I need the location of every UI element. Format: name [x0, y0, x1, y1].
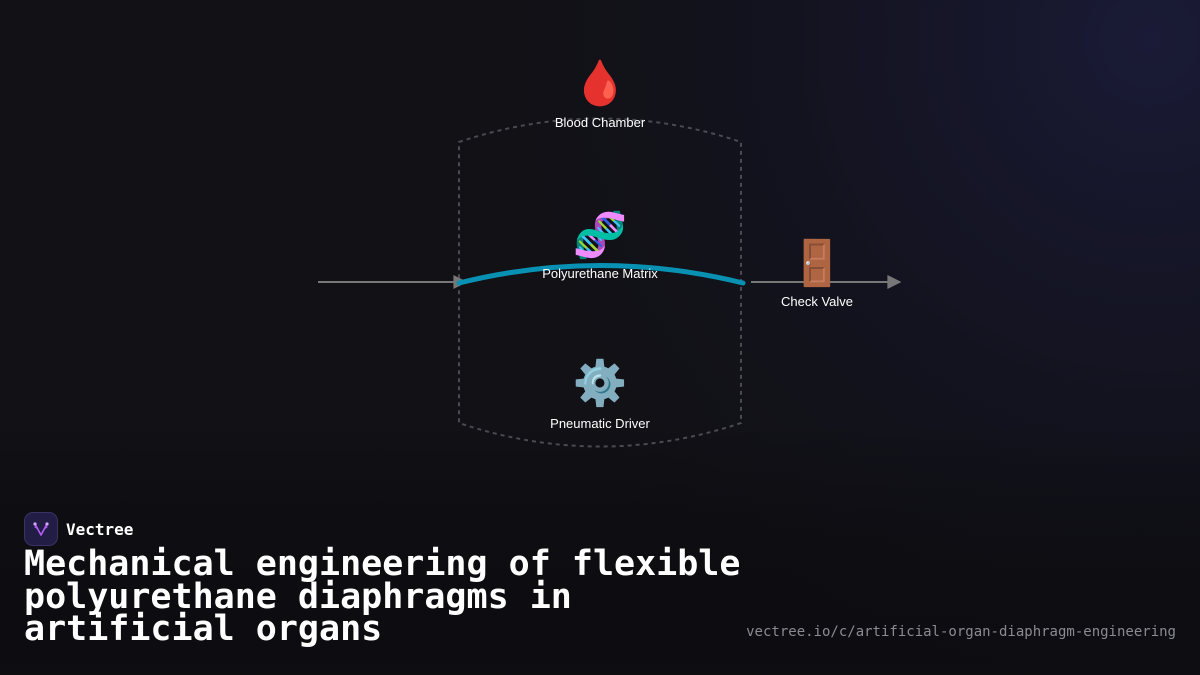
dna-icon: 🧬	[573, 208, 628, 261]
gear-icon: ⚙️	[573, 358, 628, 409]
source-url: vectree.io/c/artificial-organ-diaphragm-…	[746, 624, 1176, 640]
node-label-check-valve: Check Valve	[780, 294, 854, 309]
node-label-polyurethane-matrix: Polyurethane Matrix	[542, 266, 658, 281]
page-title: Mechanical engineering of flexible polyu…	[24, 544, 741, 649]
brand-name: Vectree	[66, 519, 134, 539]
diaphragm-membrane	[456, 263, 746, 286]
blood-drop-icon: 🩸	[573, 58, 628, 109]
node-label-pneumatic-driver: Pneumatic Driver	[550, 416, 650, 431]
chamber-boundary	[458, 117, 742, 448]
node-label-blood-chamber: Blood Chamber	[554, 115, 646, 130]
door-icon: 🚪	[790, 238, 845, 289]
vectree-logo-icon	[24, 512, 58, 546]
brand: Vectree	[24, 512, 133, 546]
